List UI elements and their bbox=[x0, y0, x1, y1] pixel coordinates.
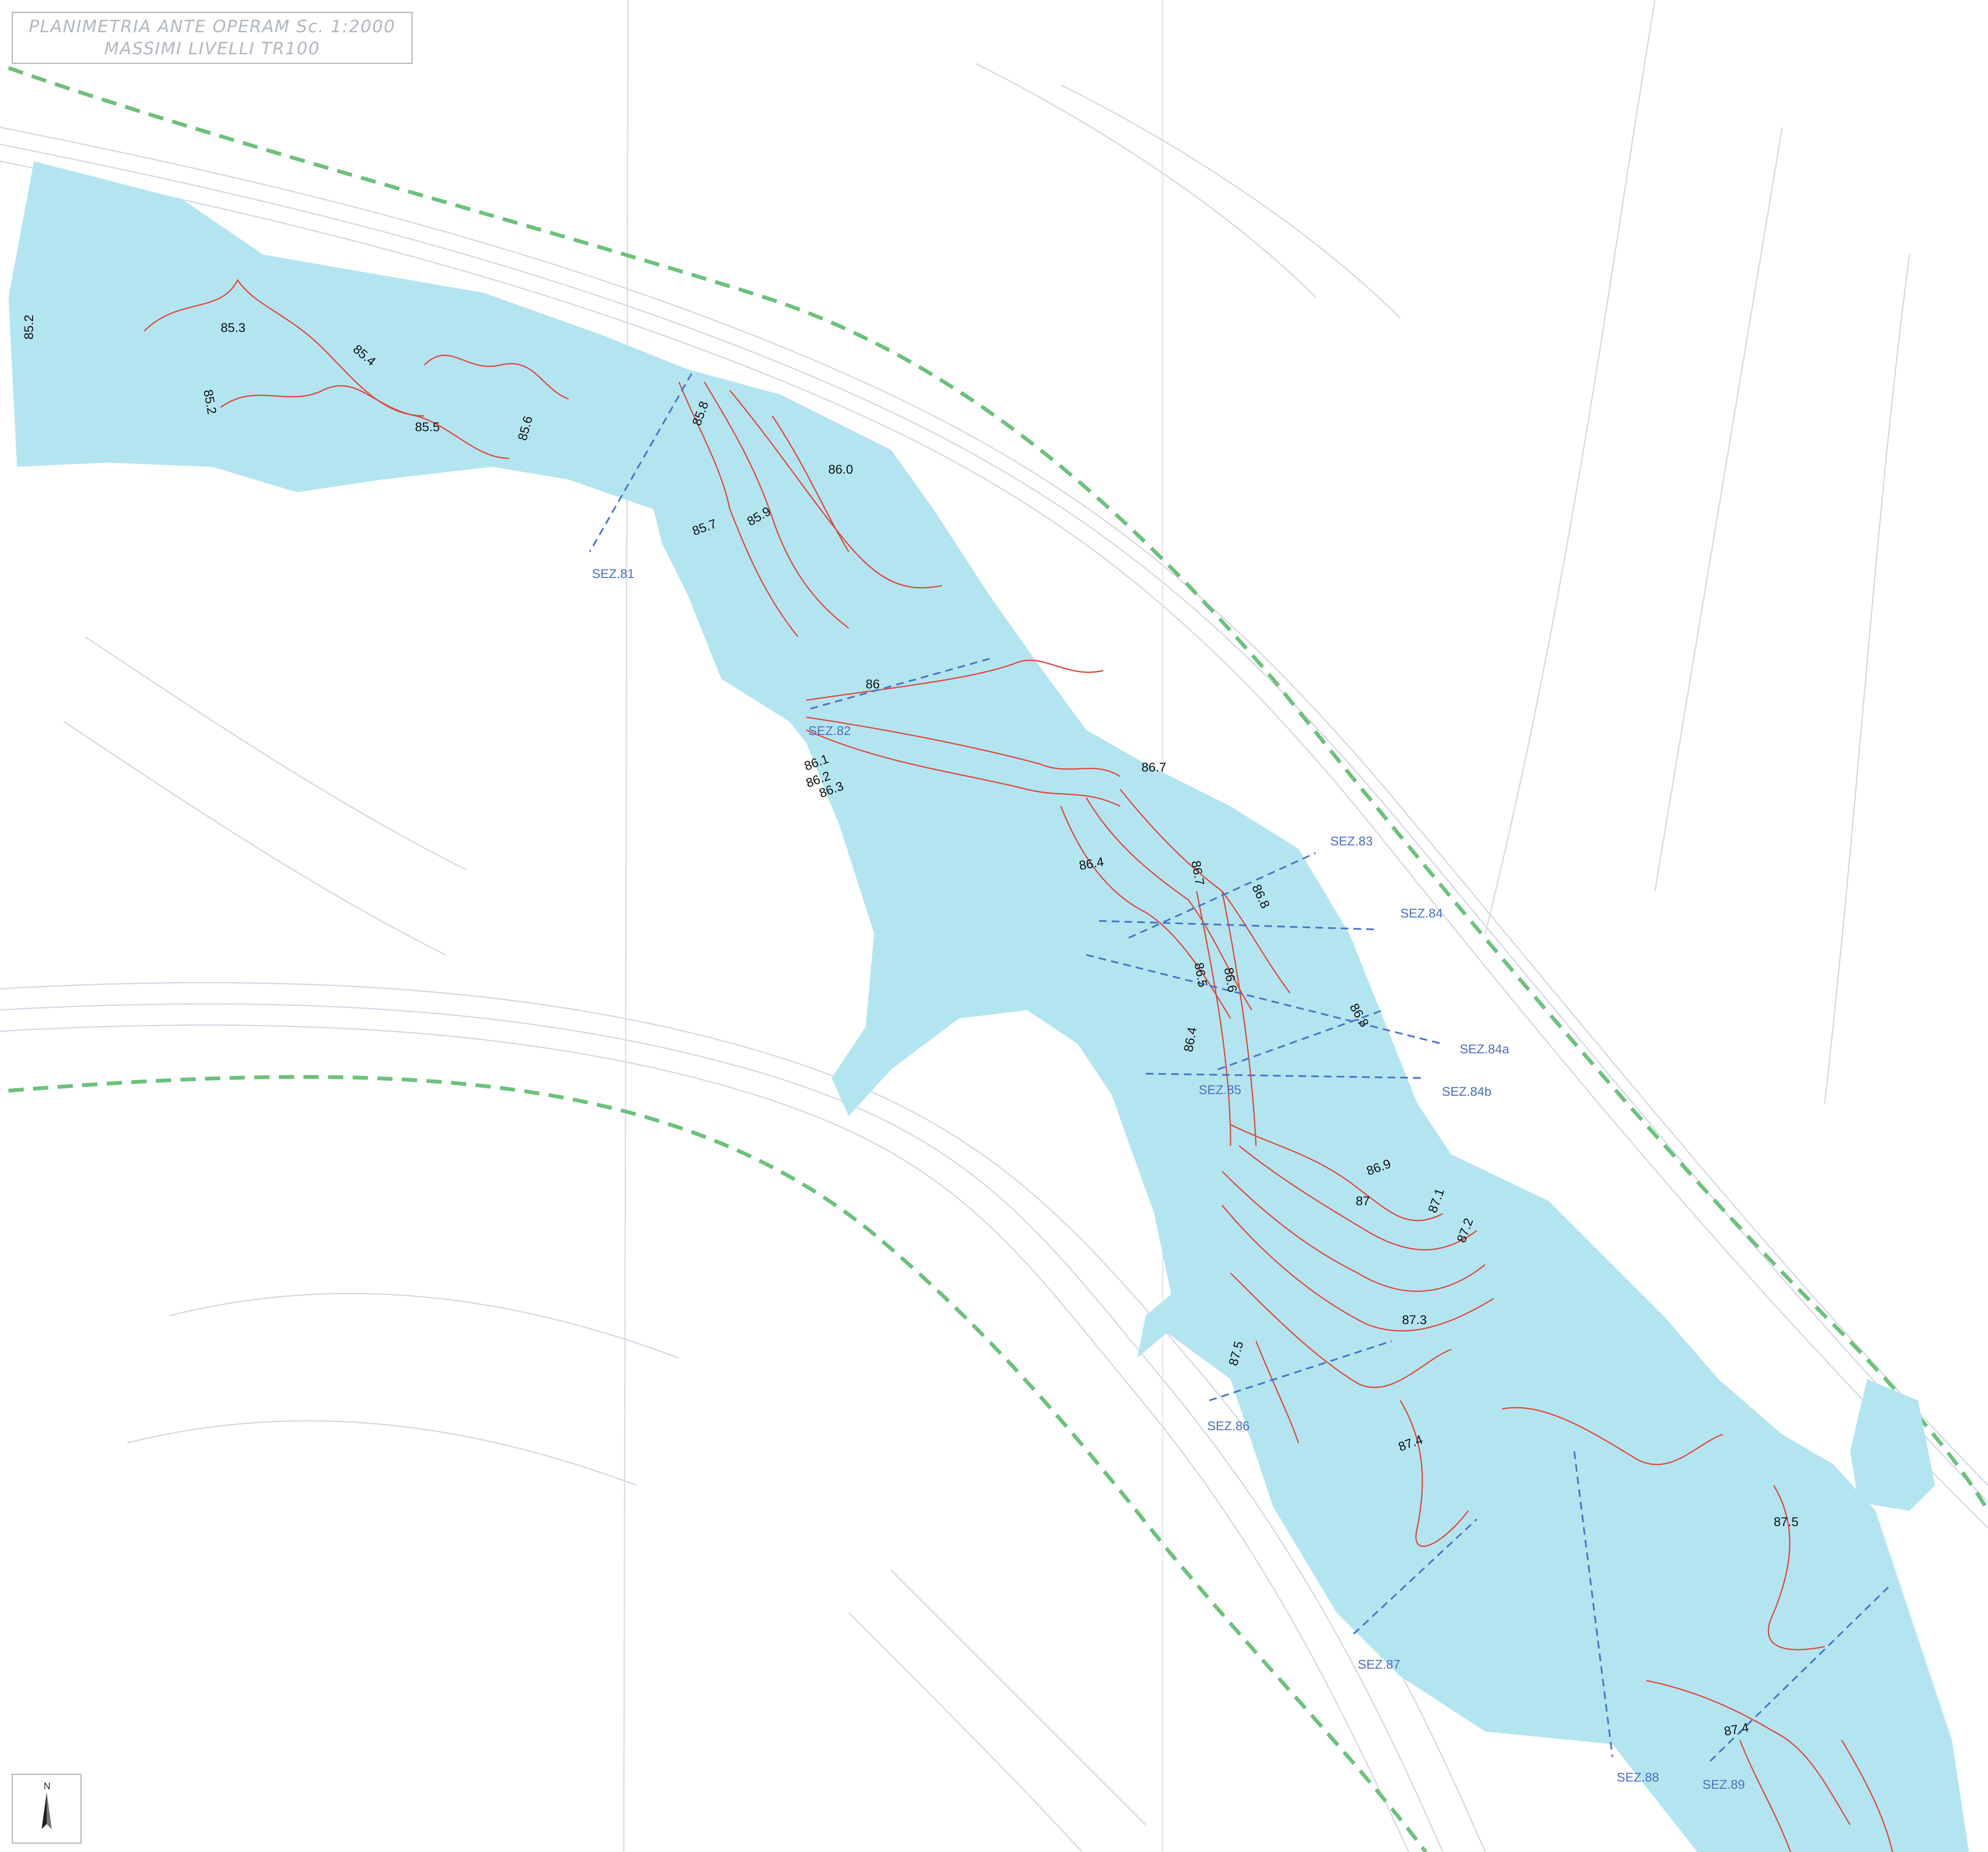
upper-boundary-line bbox=[8, 66, 1988, 1512]
section-label-88: SEZ.88 bbox=[1617, 1771, 1659, 1785]
north-letter: N bbox=[44, 1781, 50, 1791]
flood-area bbox=[8, 161, 1969, 1852]
isoline-label: 85.3 bbox=[221, 321, 245, 335]
isolines bbox=[143, 279, 1893, 1852]
section-line-83 bbox=[1128, 852, 1316, 939]
north-arrow-box: N bbox=[12, 1774, 81, 1844]
section-label-84: SEZ.84 bbox=[1400, 906, 1443, 920]
map-title-box: PLANIMETRIA ANTE OPERAM Sc. 1:2000 MASSI… bbox=[12, 12, 412, 64]
boundary-lines bbox=[8, 66, 1988, 1852]
isoline-label: 87.5 bbox=[1774, 1515, 1798, 1529]
section-line-87 bbox=[1353, 1518, 1478, 1635]
isoline-label: 85.2 bbox=[22, 315, 36, 340]
section-label-85: SEZ.85 bbox=[1199, 1083, 1241, 1097]
map-title-line-1: PLANIMETRIA ANTE OPERAM Sc. 1:2000 bbox=[29, 17, 395, 36]
section-line-86 bbox=[1209, 1340, 1392, 1401]
section-line-85 bbox=[1217, 1009, 1384, 1070]
section-label-81: SEZ.81 bbox=[592, 567, 634, 581]
section-label-86: SEZ.86 bbox=[1207, 1419, 1250, 1433]
section-line-84 bbox=[1099, 920, 1375, 930]
section-line-84b bbox=[1145, 1073, 1422, 1079]
isoline-label: 85.5 bbox=[415, 420, 440, 434]
flood-area-east bbox=[1850, 1379, 1935, 1511]
section-line-81 bbox=[589, 373, 693, 552]
section-label-89: SEZ.89 bbox=[1702, 1778, 1745, 1792]
isoline-label: 86.7 bbox=[1141, 760, 1166, 774]
section-line-84a bbox=[1086, 954, 1443, 1045]
isoline-label: 87 bbox=[1356, 1194, 1370, 1208]
section-label-87: SEZ.87 bbox=[1358, 1658, 1400, 1672]
section-label-84b: SEZ.84b bbox=[1442, 1085, 1492, 1099]
isoline-label: 86 bbox=[866, 677, 880, 691]
section-line-88 bbox=[1573, 1451, 1613, 1757]
lower-boundary-line bbox=[8, 1075, 1427, 1852]
section-line-82 bbox=[810, 657, 993, 710]
section-label-83: SEZ.83 bbox=[1330, 834, 1373, 848]
isoline-labels: 85.2 85.3 85.4 85.2 85.5 85.6 85.8 86.0 … bbox=[22, 315, 1798, 1739]
section-line-89 bbox=[1709, 1586, 1889, 1762]
section-lines bbox=[589, 373, 1889, 1762]
isoline-label: 86.0 bbox=[828, 463, 853, 477]
section-label-84a: SEZ.84a bbox=[1460, 1042, 1509, 1056]
isoline-label: 87.3 bbox=[1402, 1313, 1427, 1327]
north-arrow-icon: N bbox=[42, 1781, 52, 1829]
map-title-line-2: MASSIMI LIVELLI TR100 bbox=[104, 39, 320, 59]
section-labels: SEZ.81 SEZ.82 SEZ.83 SEZ.84 SEZ.84a SEZ.… bbox=[592, 567, 1745, 1792]
section-label-82: SEZ.82 bbox=[808, 724, 851, 738]
